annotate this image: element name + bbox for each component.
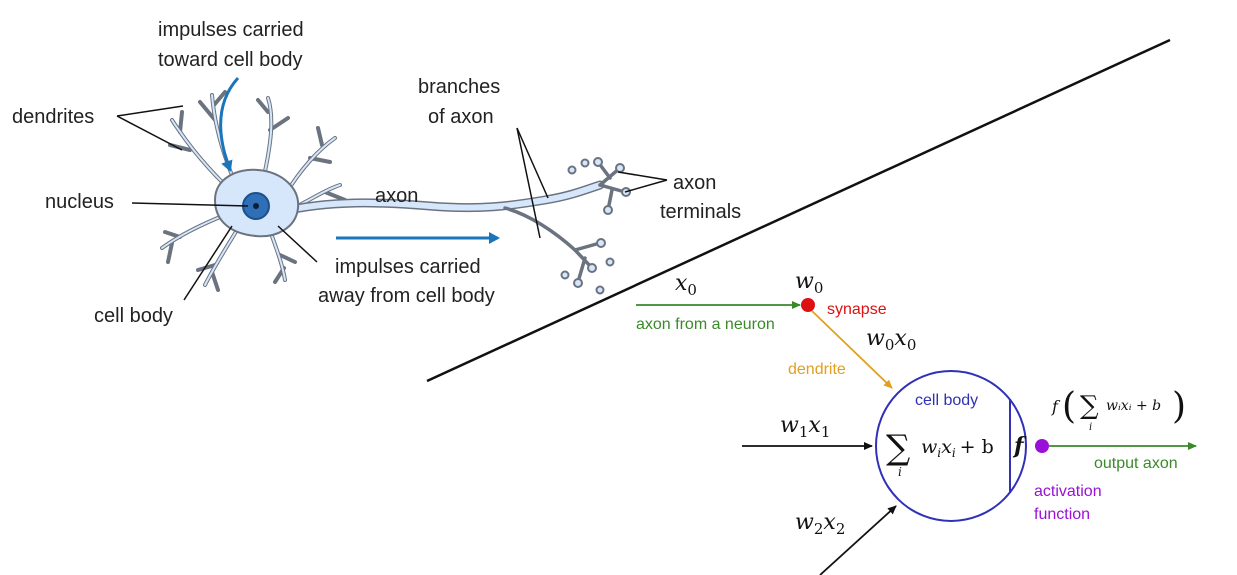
output-sum-symbol: ∑ xyxy=(1080,391,1099,421)
activation-f-symbol: f xyxy=(1012,433,1027,459)
label-axon-from-neuron: axon from a neuron xyxy=(636,316,775,333)
input-w2x2-line xyxy=(819,505,897,575)
sum-expression: wixi+ b xyxy=(921,436,994,460)
label-impulses-away-line1: impulses carried xyxy=(335,256,481,278)
synapse-dot xyxy=(801,298,815,312)
label-model-cell-body: cell body xyxy=(915,392,978,409)
label-synapse: synapse xyxy=(827,301,887,318)
label-activation-line2: function xyxy=(1034,506,1090,523)
divider-line xyxy=(426,38,1171,383)
mathematical-neuron-model: x0 w0 synapse axon from a neuron w0x0 de… xyxy=(636,269,1197,575)
label-impulses-toward-line1: impulses carried xyxy=(158,19,304,41)
label-dendrites: dendrites xyxy=(12,106,94,128)
label-w1x1: w1x1 xyxy=(780,413,830,441)
label-branches-line1: branches xyxy=(418,76,500,98)
label-nucleus: nucleus xyxy=(45,191,114,213)
label-w0: w0 xyxy=(795,269,823,297)
label-x0: x0 xyxy=(675,271,697,299)
output-sum-index: i xyxy=(1089,422,1092,433)
label-output-axon: output axon xyxy=(1094,455,1178,472)
model-cell-body xyxy=(875,370,1027,522)
label-w2x2: w2x2 xyxy=(795,510,845,538)
biological-neuron: impulses carried toward cell body dendri… xyxy=(12,19,741,327)
impulse-toward-arrow xyxy=(219,76,240,172)
dendrite-line xyxy=(811,310,893,389)
sum-index: i xyxy=(898,465,902,479)
label-terminals-line1: axon xyxy=(673,172,716,194)
activation-dot xyxy=(1035,439,1049,453)
output-formula: f xyxy=(1051,397,1061,416)
label-pointer-lines xyxy=(116,105,668,301)
label-terminals-line2: terminals xyxy=(660,201,741,223)
label-w0x0: w0x0 xyxy=(866,326,916,354)
output-sum-term: wᵢxᵢ + b xyxy=(1106,398,1161,414)
label-activation-line1: activation xyxy=(1034,483,1102,500)
label-cell-body: cell body xyxy=(94,305,173,327)
label-branches-line2: of axon xyxy=(428,106,494,128)
label-dendrite: dendrite xyxy=(788,361,846,378)
label-impulses-toward-line2: toward cell body xyxy=(158,49,303,71)
label-impulses-away-line2: away from cell body xyxy=(318,285,495,307)
label-axon: axon xyxy=(375,185,418,207)
sum-symbol: ∑ xyxy=(886,428,910,468)
axon-terminals-knobs xyxy=(560,157,631,295)
output-close-paren: ) xyxy=(1172,386,1186,427)
output-open-paren: ( xyxy=(1062,386,1076,427)
